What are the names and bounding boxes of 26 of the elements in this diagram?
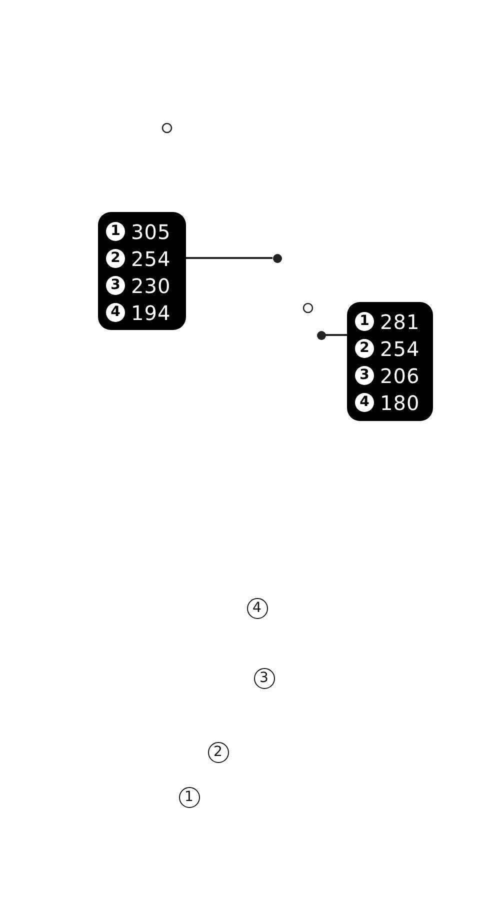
value-text: 194 [131, 300, 171, 324]
callout-box [347, 302, 433, 421]
number-badge: 3 [106, 276, 125, 295]
callout-number: 1 [178, 786, 200, 808]
leader-dot [316, 330, 326, 340]
callout-number: 3 [254, 668, 274, 688]
leader-line [326, 334, 347, 336]
leader-dot [272, 254, 282, 262]
number-badge: 4 [106, 303, 125, 322]
number-badge: 2 [355, 339, 374, 358]
callout-box [98, 212, 186, 330]
value-text: 180 [380, 390, 420, 414]
value-text: 254 [380, 336, 420, 360]
callout-number: 4 [246, 598, 268, 618]
number-badge: 1 [106, 222, 125, 241]
value-text: 230 [131, 274, 171, 298]
leader-line [186, 257, 272, 259]
value-text: 254 [131, 246, 171, 270]
value-text: 206 [380, 364, 420, 388]
value-text: 305 [131, 220, 171, 244]
number-badge: 4 [355, 393, 374, 412]
callout-number: 2 [208, 742, 228, 762]
number-badge: 2 [106, 249, 125, 268]
value-text: 281 [380, 310, 420, 334]
number-badge: 1 [355, 312, 374, 331]
number-badge: 3 [355, 366, 374, 385]
